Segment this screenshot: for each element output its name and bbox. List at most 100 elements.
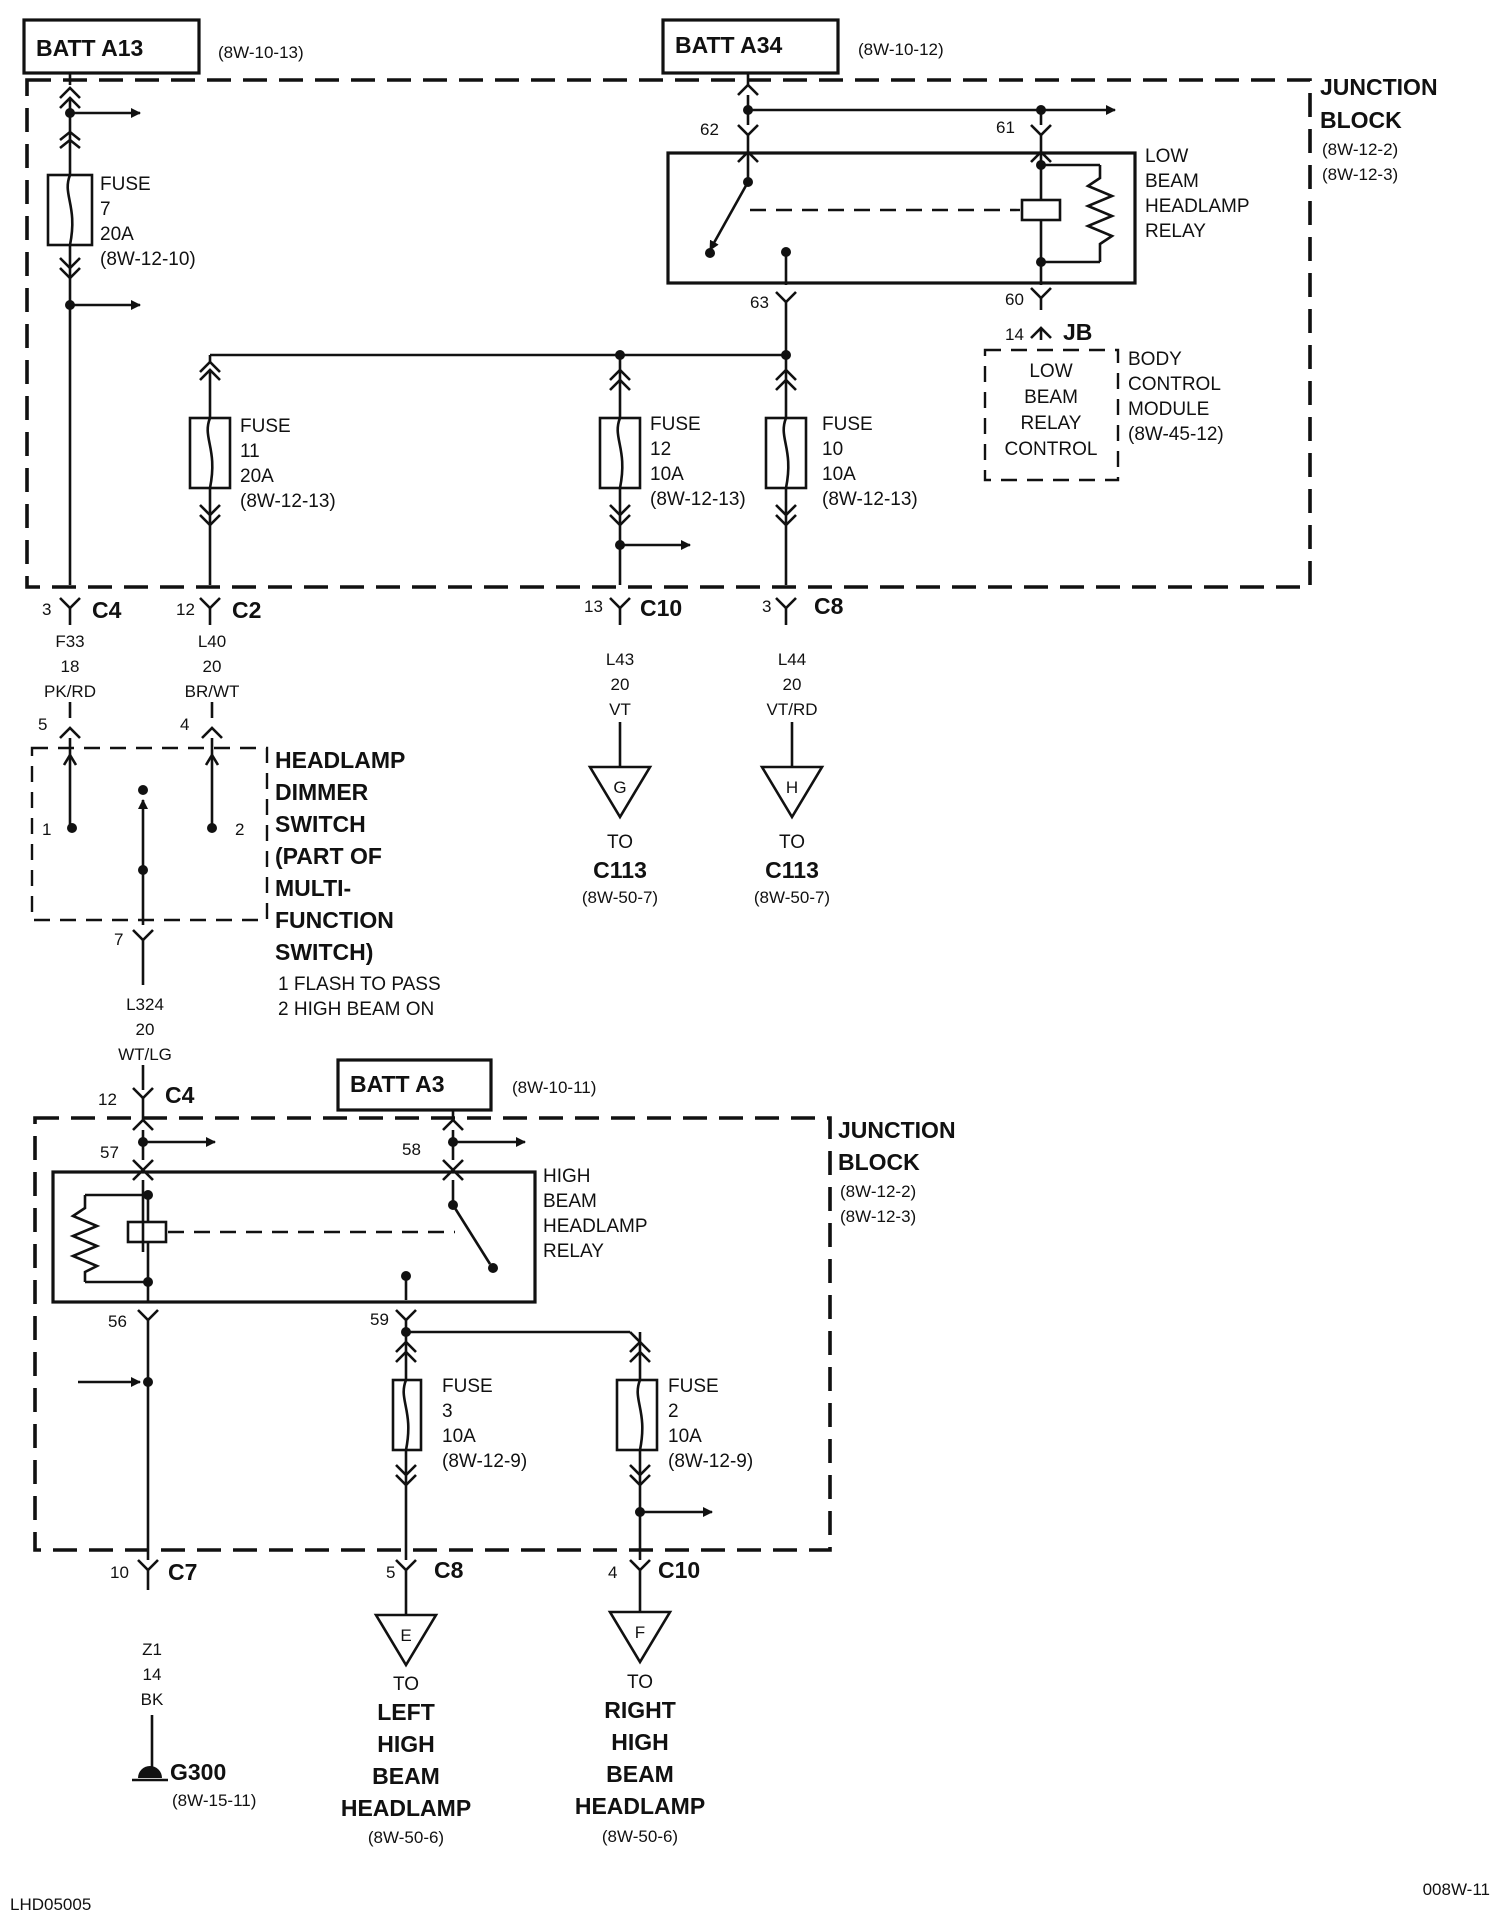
svg-text:C8: C8: [814, 593, 844, 619]
svg-text:13: 13: [584, 597, 603, 616]
svg-text:FUSE: FUSE: [100, 174, 151, 195]
connector-c7: 10 C7: [110, 1559, 197, 1590]
svg-text:(8W-12-3): (8W-12-3): [1322, 165, 1398, 184]
junction-block-bottom-outline: [33, 1116, 832, 1552]
svg-text:VT/RD: VT/RD: [767, 700, 818, 719]
svg-text:4: 4: [180, 715, 189, 734]
svg-text:1 FLASH TO PASS: 1 FLASH TO PASS: [278, 974, 441, 995]
svg-text:20A: 20A: [240, 466, 274, 487]
svg-text:BODY: BODY: [1128, 349, 1182, 370]
svg-text:BEAM: BEAM: [372, 1763, 440, 1789]
svg-text:PK/RD: PK/RD: [44, 682, 96, 701]
svg-text:12: 12: [176, 600, 195, 619]
svg-text:(8W-50-7): (8W-50-7): [754, 888, 830, 907]
svg-text:SWITCH): SWITCH): [275, 939, 373, 965]
svg-text:BR/WT: BR/WT: [185, 682, 240, 701]
svg-text:(8W-12-2): (8W-12-2): [1322, 140, 1398, 159]
batt-a34-feed: [737, 73, 1116, 182]
svg-text:BK: BK: [141, 1690, 164, 1709]
svg-text:VT: VT: [609, 700, 631, 719]
footer-right-code: 008W-11: [1423, 1880, 1490, 1899]
svg-text:MULTI-: MULTI-: [275, 875, 351, 901]
fuse-3-circuit: [391, 1332, 423, 1560]
svg-text:HEADLAMP: HEADLAMP: [341, 1795, 471, 1821]
wire-l44-label: L44 20 VT/RD: [767, 650, 818, 719]
relay-ground-path: [78, 1282, 159, 1560]
bcm-control-wire: [1030, 262, 1052, 340]
low-beam-relay: [666, 151, 1137, 285]
svg-text:HIGH: HIGH: [543, 1166, 591, 1187]
svg-text:RELAY: RELAY: [1021, 413, 1082, 434]
svg-text:10A: 10A: [822, 464, 856, 485]
dimmer-switch-label: HEADLAMP DIMMER SWITCH (PART OF MULTI- F…: [275, 747, 441, 1020]
fuse-12-label: FUSE 12 10A (8W-12-13): [650, 414, 746, 510]
headlamp-dimmer-switch: 5 4 1 2 7: [30, 702, 269, 985]
svg-text:C8: C8: [434, 1557, 464, 1583]
svg-text:20: 20: [136, 1020, 155, 1039]
svg-text:G: G: [613, 778, 626, 797]
svg-text:TO: TO: [607, 832, 633, 853]
junction-block-bottom-label: JUNCTION BLOCK (8W-12-2) (8W-12-3): [838, 1117, 956, 1226]
svg-text:BEAM: BEAM: [606, 1761, 674, 1787]
wire-f33-label: F33 18 PK/RD: [44, 632, 96, 701]
svg-text:HEADLAMP: HEADLAMP: [575, 1793, 705, 1819]
svg-text:C4: C4: [165, 1082, 195, 1108]
svg-text:(8W-50-6): (8W-50-6): [602, 1827, 678, 1846]
svg-text:BEAM: BEAM: [543, 1191, 597, 1212]
fuse-7-label: FUSE 7 20A (8W-12-10): [100, 174, 196, 270]
body-control-module: LOW BEAM RELAY CONTROL: [983, 348, 1120, 482]
svg-text:TO: TO: [779, 832, 805, 853]
svg-text:(8W-12-2): (8W-12-2): [840, 1182, 916, 1201]
svg-text:G300: G300: [170, 1759, 226, 1785]
svg-text:1: 1: [42, 820, 51, 839]
svg-text:(PART OF: (PART OF: [275, 843, 382, 869]
svg-text:C7: C7: [168, 1559, 197, 1585]
svg-text:(8W-12-10): (8W-12-10): [100, 249, 196, 270]
svg-text:F33: F33: [55, 632, 84, 651]
batt-a3-box: BATT A3: [336, 1058, 493, 1112]
destination-g: G TO C113 (8W-50-7): [582, 722, 658, 907]
svg-text:7: 7: [100, 199, 111, 220]
svg-text:FUSE: FUSE: [442, 1376, 493, 1397]
low-beam-relay-label: LOW BEAM HEADLAMP RELAY: [1145, 146, 1250, 242]
svg-text:12: 12: [98, 1090, 117, 1109]
svg-text:WT/LG: WT/LG: [118, 1045, 172, 1064]
svg-text:C4: C4: [92, 597, 122, 623]
svg-text:CONTROL: CONTROL: [1005, 439, 1098, 460]
svg-text:BATT A34: BATT A34: [675, 32, 783, 58]
bcm-pin-14: 14: [1005, 325, 1024, 344]
svg-text:20: 20: [203, 657, 222, 676]
svg-text:FUNCTION: FUNCTION: [275, 907, 394, 933]
svg-text:(8W-12-9): (8W-12-9): [442, 1451, 527, 1472]
batt-a34-box: BATT A34: [661, 18, 840, 75]
svg-text:FUSE: FUSE: [822, 414, 873, 435]
batt-a3-ref: (8W-10-11): [512, 1078, 596, 1097]
svg-text:CONTROL: CONTROL: [1128, 374, 1221, 395]
svg-text:LOW: LOW: [1145, 146, 1188, 167]
wire-l40-label: L40 20 BR/WT: [185, 632, 240, 701]
svg-text:11: 11: [240, 441, 260, 462]
svg-text:F: F: [635, 1623, 645, 1642]
connector-c4-top: 3 C4: [42, 597, 122, 625]
connector-c8-top: 3 C8: [762, 593, 844, 625]
pin-61: 61: [996, 118, 1015, 137]
svg-text:FUSE: FUSE: [650, 414, 701, 435]
fuse-11-circuit: [188, 355, 232, 585]
fuse-2-label: FUSE 2 10A (8W-12-9): [668, 1376, 753, 1472]
svg-text:10A: 10A: [442, 1426, 476, 1447]
svg-text:20A: 20A: [100, 224, 134, 245]
svg-text:LOW: LOW: [1029, 361, 1072, 382]
pin-58: 58: [402, 1140, 421, 1159]
svg-text:HIGH: HIGH: [611, 1729, 669, 1755]
relay-feeds-57-58: [132, 1110, 526, 1252]
svg-text:5: 5: [38, 715, 47, 734]
svg-text:C113: C113: [593, 857, 647, 883]
svg-text:4: 4: [608, 1563, 617, 1582]
svg-text:3: 3: [42, 600, 51, 619]
svg-text:FUSE: FUSE: [240, 416, 291, 437]
ground-g300: G300 (8W-15-11): [132, 1715, 256, 1810]
svg-text:HIGH: HIGH: [377, 1731, 435, 1757]
svg-text:(8W-45-12): (8W-45-12): [1128, 424, 1224, 445]
svg-text:E: E: [400, 1626, 411, 1645]
connector-c4-bottom: 12 C4: [98, 1065, 195, 1110]
